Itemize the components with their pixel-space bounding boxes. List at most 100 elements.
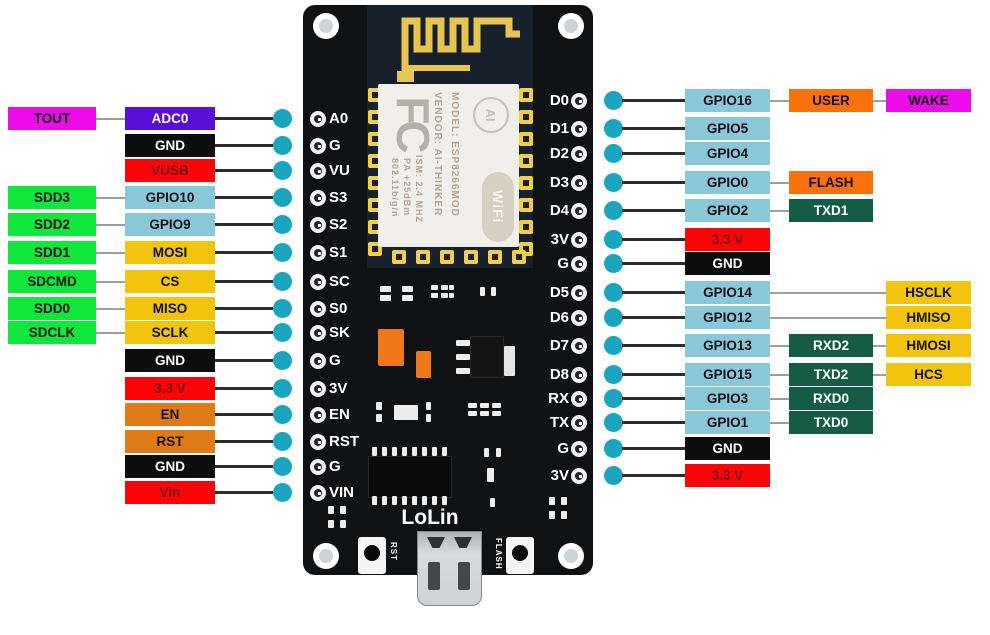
pin-dot	[272, 351, 292, 370]
chip-leg	[382, 496, 387, 505]
transistor-leg	[456, 354, 470, 360]
chip-leg	[432, 447, 437, 456]
pin-dot	[603, 439, 623, 458]
board-pin-label: S1	[329, 243, 348, 261]
connector-line	[96, 331, 125, 334]
module-pa-line: PA +25dBm	[402, 158, 412, 217]
pin-label-box: CS	[125, 270, 215, 293]
pin-pad	[571, 309, 587, 326]
usb-slot	[428, 562, 440, 590]
header-hole	[328, 520, 334, 528]
pin-pad	[571, 284, 587, 301]
pin-pad	[310, 406, 326, 423]
chip-leg	[442, 447, 447, 456]
smd-component	[441, 285, 448, 290]
mounting-hole	[558, 543, 584, 569]
usb-slot	[458, 562, 470, 590]
connector-line	[215, 196, 273, 199]
chip-leg	[392, 496, 397, 505]
smd-component	[431, 285, 438, 290]
pin-label-box: GPIO4	[685, 142, 770, 165]
pin-label-box: 3.3 V	[125, 377, 215, 400]
rst-button-label: RST	[389, 542, 398, 561]
header-hole	[561, 497, 567, 505]
chip-leg	[412, 496, 417, 505]
board-pin-label: G	[557, 254, 569, 272]
board-pin-label: SK	[329, 323, 350, 341]
pin-dot	[603, 230, 623, 249]
chip-leg	[432, 496, 437, 505]
pin-label-box: HMISO	[886, 306, 971, 329]
transistor-leg	[456, 340, 470, 346]
pin-dot	[603, 389, 623, 408]
board-brand: LoLin	[401, 506, 459, 529]
board-pin-label: G	[329, 136, 341, 154]
wifi-logo: WiFi	[482, 172, 514, 242]
smd-component	[480, 411, 489, 416]
pin-label-box: GPIO12	[685, 306, 770, 329]
board-pin-label: VU	[329, 161, 350, 179]
pin-label-box: TXD2	[789, 363, 873, 386]
module-model-line: MODEL: ESP8266MOD	[449, 92, 460, 217]
smd-component	[441, 293, 448, 298]
smd-component	[431, 293, 438, 298]
connector-line	[215, 331, 273, 334]
module-pad	[416, 250, 430, 264]
smd-component	[468, 411, 477, 416]
pin-dot	[603, 466, 623, 485]
connector-line	[96, 223, 125, 226]
flash-button-label: FLASH	[494, 538, 503, 570]
module-pad	[519, 198, 533, 212]
pin-dot	[272, 299, 292, 318]
connector-line	[622, 262, 685, 265]
board-pin-label: A0	[329, 109, 349, 127]
pin-label-box: GND	[685, 252, 770, 275]
pin-dot	[272, 323, 292, 342]
pin-label-box: GPIO15	[685, 363, 770, 386]
pin-pad	[571, 202, 587, 219]
connector-line	[622, 99, 685, 102]
chip-leg	[402, 496, 407, 505]
pin-dot	[603, 413, 623, 432]
pin-label-box: RST	[125, 430, 215, 453]
pin-label-box: GND	[125, 134, 215, 157]
connector-line	[770, 421, 789, 424]
connector-line	[96, 280, 125, 283]
flash-button-cap	[512, 545, 528, 561]
pin-label-box: Vin	[125, 481, 215, 504]
connector-line	[215, 465, 273, 468]
module-std-line: 802.11b/g/n	[390, 158, 400, 218]
connector-line	[622, 316, 685, 319]
wifi-antenna-trace	[397, 17, 520, 82]
pin-pad	[310, 162, 326, 179]
pin-pad	[310, 484, 326, 501]
board-pin-label: D4	[549, 201, 569, 219]
connector-line	[622, 397, 685, 400]
smd-component	[490, 498, 495, 507]
connector-line	[770, 373, 789, 376]
smd-component	[449, 293, 454, 298]
pin-label-box: GPIO14	[685, 281, 770, 304]
pin-label-box: GPIO13	[685, 334, 770, 357]
connector-line	[873, 344, 886, 347]
pin-label-box: GND	[685, 437, 770, 460]
wifi-logo-text: WiFi	[490, 190, 506, 224]
pin-label-box: 3.3 V	[685, 228, 770, 251]
connector-line	[96, 307, 125, 310]
connector-line	[96, 196, 125, 199]
chip-leg	[442, 496, 447, 505]
pin-label-box: EN	[125, 403, 215, 426]
pin-pad	[310, 458, 326, 475]
pin-label-box: GPIO16	[685, 89, 770, 112]
module-pad	[519, 132, 533, 146]
connector-line	[215, 144, 273, 147]
connector-line	[622, 291, 685, 294]
module-pad	[519, 176, 533, 190]
board-pin-label: S0	[329, 299, 348, 317]
connector-line	[215, 169, 273, 172]
pin-label-box: GPIO0	[685, 171, 770, 194]
pin-label-box: FLASH	[789, 171, 873, 194]
pin-label-box: SDD0	[8, 297, 96, 320]
pin-pad	[310, 300, 326, 317]
